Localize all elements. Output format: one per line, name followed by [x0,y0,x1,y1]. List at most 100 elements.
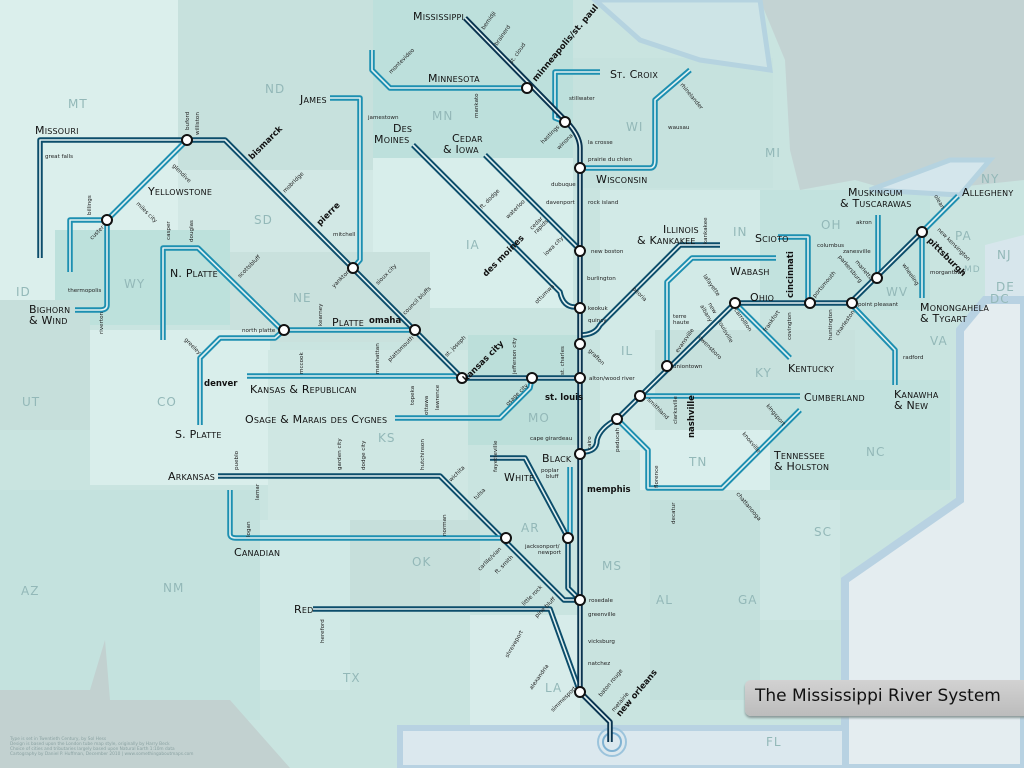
river-label: Minnesota [428,72,480,85]
river-label: Tennessee [773,449,825,462]
river-centerline [778,236,809,303]
junction-node[interactable] [871,272,883,284]
junction-node[interactable] [521,82,533,94]
junction-node[interactable] [574,162,586,174]
junction-node[interactable] [574,448,586,460]
city-label: alton/wood river [589,376,635,382]
city-label: st. charles [560,346,566,375]
city-label: morgantown [930,270,966,276]
river-label: Arkansas [168,470,215,483]
river-centerline [39,139,580,379]
city-label: dubuque [551,182,576,188]
river-label: Muskingum [848,186,903,199]
city-label: huntington [828,309,834,340]
city-label: casper [166,221,172,240]
junction-node[interactable] [101,214,113,226]
river-label: & Tygart [920,312,967,325]
river-label: & Holston [774,460,829,473]
river-centerline [921,195,959,233]
junction-node[interactable] [409,324,421,336]
junction-node[interactable] [456,372,468,384]
state-label: TX [342,671,361,685]
state-label: NJ [997,248,1012,262]
river-label: Wisconsin [596,173,647,186]
city-label: omaha [369,316,401,326]
river-centerline [106,139,188,221]
river-label: & Wind [29,314,68,327]
state-label: MO [528,411,550,425]
state-label: IN [733,225,748,239]
river-label: Des [393,122,412,135]
junction-node[interactable] [559,116,571,128]
state-label: NC [866,445,885,459]
junction-node[interactable] [574,338,586,350]
river-centerline [484,154,581,251]
city-label: pueblo [234,450,240,470]
city-label: quincy [588,318,607,324]
city-label: new [706,302,717,315]
junction-node[interactable] [846,297,858,309]
junction-node[interactable] [500,532,512,544]
river-label: Canadian [234,546,280,559]
state-label: NM [163,581,184,595]
junction-node[interactable] [574,686,586,698]
junction-node[interactable] [611,413,623,425]
city-label: norman [442,514,448,536]
junction-node[interactable] [661,360,673,372]
river-centerline [666,257,776,366]
junction-node[interactable] [574,245,586,257]
city-label: manhattan [375,343,381,374]
junction-node[interactable] [526,372,538,384]
junction-node[interactable] [916,226,928,238]
city-label: fayetteville [493,440,499,472]
city-label: new boston [591,249,624,255]
state-label: OK [412,555,431,569]
city-label: great falls [45,154,73,160]
state-labels: MT ND MN WI MI SD IA IN OH PA NY NJ MD D… [16,82,1015,749]
junction-node[interactable] [574,372,586,384]
map-title-box: The Mississippi River System [745,680,1024,716]
river-label: Red [294,603,313,616]
river-label: Cedar [452,132,483,145]
credits: Type is set in Twentieth Century, by Sol… [9,736,194,757]
state-label: TN [688,455,707,469]
state-label: ND [265,82,285,96]
state-label: DE [996,280,1015,294]
state-label: CO [157,395,177,409]
river-label: Missouri [35,124,79,137]
river-label: Osage & Marais des Cygnes [245,413,387,426]
junction-node[interactable] [634,390,646,402]
city-label: thermopolis [68,288,101,294]
city-label: riverton [99,311,105,334]
state-label: UT [22,395,40,409]
river-centerline [162,247,283,340]
state-label: IL [621,344,633,358]
junctions [101,82,928,698]
river-label: Platte [332,316,364,329]
river-label: St. Croix [610,68,658,81]
junction-node[interactable] [574,302,586,314]
junction-node[interactable] [574,594,586,606]
river-centerline [371,50,527,89]
junction-node[interactable] [347,262,359,274]
river-label: Cumberland [804,391,865,404]
river-label: Ohio [750,291,774,304]
junction-node[interactable] [181,134,193,146]
junction-node[interactable] [562,532,574,544]
city-label: billings [87,195,93,215]
junction-node[interactable] [729,297,741,309]
city-label: wausau [668,125,690,131]
state-label: NY [981,172,999,186]
junction-node[interactable] [278,324,290,336]
city-label: greenville [588,612,616,618]
state-label: AR [521,521,540,535]
city-label: uniontown [673,364,703,370]
city-label: ottawa [424,396,430,415]
state-label: DC [990,292,1010,306]
city-label: mankato [474,93,480,118]
junction-node[interactable] [804,297,816,309]
credit-line: Type is set in Twentieth Century, by Sol… [9,736,107,742]
city-label: haute [673,320,690,326]
river-centerline [580,69,691,169]
river-centerline [75,220,108,311]
